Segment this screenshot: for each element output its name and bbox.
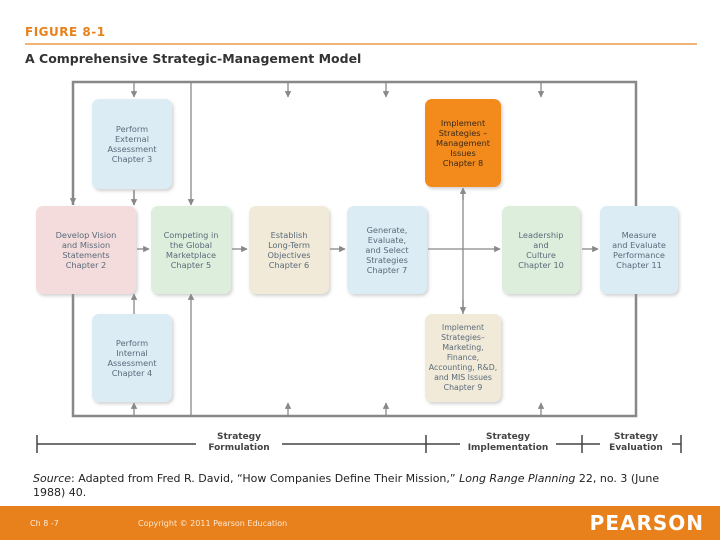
box-measure-evaluate bbox=[600, 206, 678, 294]
phase-timeline bbox=[36, 435, 682, 453]
box-internal-assessment bbox=[92, 314, 172, 402]
label-global-marketplace: Competing in the Global Marketplace Chap… bbox=[163, 230, 219, 270]
label-vision-mission: Develop Vision and Mission Statements Ch… bbox=[55, 230, 117, 270]
source-journal: Long Range Planning bbox=[459, 472, 576, 485]
footer-bar: Ch 8 -7 Copyright © 2011 Pearson Educati… bbox=[0, 506, 720, 540]
chapter-number: Ch 8 -7 bbox=[30, 519, 59, 528]
figure-rule bbox=[25, 43, 697, 45]
label-external-assessment: Perform External Assessment Chapter 3 bbox=[107, 124, 157, 164]
source-text-2: 22, no. 3 (June 1988) 40. bbox=[33, 472, 660, 499]
box-vision-mission bbox=[36, 206, 136, 294]
phase-formulation: Strategy Formulation bbox=[196, 432, 282, 454]
figure-title: A Comprehensive Strategic-Management Mod… bbox=[25, 51, 362, 66]
copyright: Copyright © 2011 Pearson Education bbox=[138, 519, 288, 528]
label-measure-evaluate: Measure and Evaluate Performance Chapter… bbox=[612, 230, 666, 270]
label-internal-assessment: Perform Internal Assessment Chapter 4 bbox=[107, 338, 157, 378]
box-leadership-culture bbox=[502, 206, 580, 294]
phase-evaluation: Strategy Evaluation bbox=[600, 432, 672, 454]
phase-implementation: Strategy Implementation bbox=[460, 432, 556, 454]
pearson-logo: PEARSON bbox=[589, 511, 704, 535]
label-generate-strategies: Generate, Evaluate, and Select Strategie… bbox=[365, 225, 409, 275]
box-implement-management bbox=[425, 99, 501, 187]
model-diagram bbox=[36, 80, 682, 453]
feedback-arrows bbox=[69, 82, 545, 416]
label-implement-functional: Implement Strategies– Marketing, Finance… bbox=[428, 323, 498, 392]
box-implement-functional bbox=[425, 314, 501, 402]
label-leadership-culture: Leadership and Culture Chapter 10 bbox=[518, 230, 564, 270]
connector-lines bbox=[130, 187, 599, 314]
label-implement-management: Implement Strategies – Management Issues… bbox=[436, 118, 490, 168]
source-note: Source: Adapted from Fred R. David, “How… bbox=[33, 472, 673, 500]
box-global-marketplace bbox=[151, 206, 231, 294]
source-label: Source bbox=[33, 472, 72, 485]
box-external-assessment bbox=[92, 99, 172, 189]
box-long-term-objectives bbox=[249, 206, 329, 294]
figure-label: FIGURE 8-1 bbox=[25, 25, 106, 39]
label-long-term-objectives: Establish Long-Term Objectives Chapter 6 bbox=[267, 230, 311, 270]
source-text-1: : Adapted from Fred R. David, “How Compa… bbox=[71, 472, 460, 485]
box-generate-strategies bbox=[347, 206, 427, 294]
